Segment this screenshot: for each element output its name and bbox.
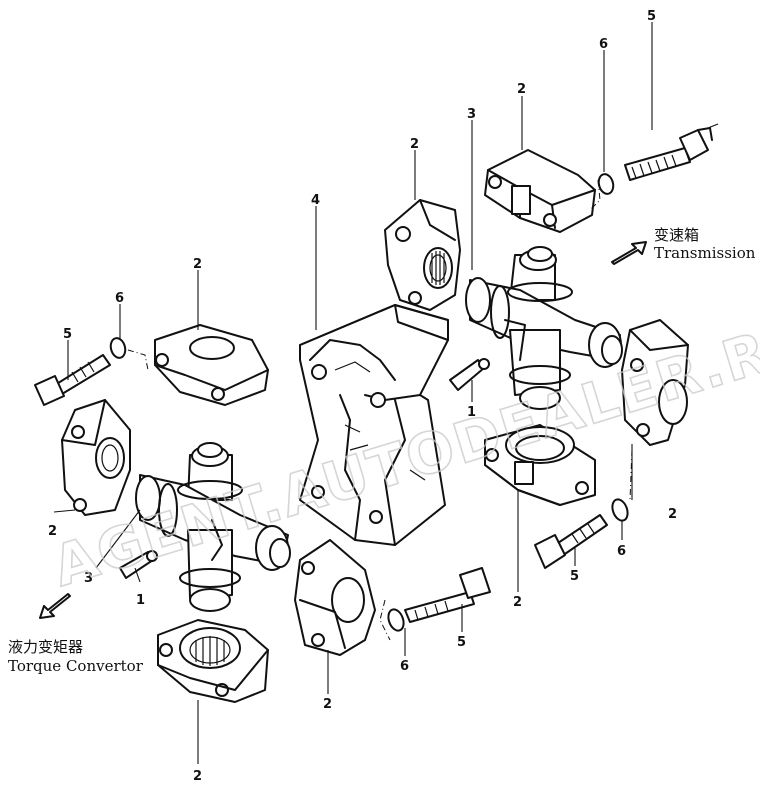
- callout-bolt: 5: [647, 9, 656, 24]
- converter-label-cn: 液力变矩器: [8, 638, 83, 656]
- alignment-lines: [127, 179, 633, 641]
- callout-washer: 6: [617, 544, 626, 559]
- leader-lines: [53, 22, 653, 764]
- upper-right-bolt: [624, 123, 719, 181]
- callout-washer: 6: [599, 37, 608, 52]
- converter-direction-arrow: [39, 593, 71, 619]
- callout-bolt: 5: [63, 327, 72, 342]
- center-support-bracket: [299, 304, 449, 546]
- upper-right-washer: [597, 173, 615, 195]
- left-upper-bearing-cap: [154, 324, 269, 406]
- left-grease-fitting: [119, 550, 158, 579]
- right-lower-bolt: [534, 514, 608, 569]
- callout-cap: 2: [410, 137, 419, 152]
- center-lower-bearing-cap: [484, 424, 596, 506]
- callout-spider: 3: [467, 107, 476, 122]
- callout-bolt: 5: [457, 635, 466, 650]
- center-bottom-bolt: [404, 567, 491, 623]
- callout-washer: 6: [400, 659, 409, 674]
- callout-cap: 2: [513, 595, 522, 610]
- transmission-direction-arrow: [611, 241, 647, 265]
- callout-bolt: 5: [570, 569, 579, 584]
- right-universal-joint-spider: [465, 246, 623, 410]
- callout-cap: 2: [193, 769, 202, 784]
- left-upper-washer: [109, 337, 127, 359]
- center-bottom-washer: [387, 608, 405, 632]
- bottom-left-bearing-cap: [157, 619, 269, 703]
- upper-middle-bearing-cap: [384, 199, 461, 311]
- upper-right-bearing-cap: [484, 149, 596, 233]
- left-far-bearing-cap: [61, 399, 131, 516]
- right-grease-fitting: [449, 358, 490, 391]
- callout-cap: 2: [323, 697, 332, 712]
- center-bottom-bearing-cap: [294, 539, 376, 656]
- callout-washer: 6: [115, 291, 124, 306]
- callout-grease-fitting: 1: [467, 405, 476, 420]
- callout-cap: 2: [48, 524, 57, 539]
- transmission-label-en: Transmission: [654, 244, 756, 262]
- callout-grease-fitting: 1: [136, 593, 145, 608]
- transmission-label-cn: 变速箱: [654, 226, 699, 244]
- left-upper-bolt: [34, 354, 111, 406]
- right-lower-washer: [611, 498, 629, 522]
- right-lower-bearing-cap: [621, 319, 689, 446]
- callout-bracket: 4: [311, 193, 320, 208]
- converter-label-en: Torque Convertor: [8, 657, 144, 675]
- callout-cap: 2: [517, 82, 526, 97]
- callout-spider: 3: [84, 571, 93, 586]
- callout-cap: 2: [668, 507, 677, 522]
- callout-numbers: 5 6 2 3 2 4 2 6 5 1 2 2 3 1 2 6 5 2 6 5 …: [48, 9, 677, 784]
- left-universal-joint-spider: [135, 442, 291, 612]
- callout-cap: 2: [193, 257, 202, 272]
